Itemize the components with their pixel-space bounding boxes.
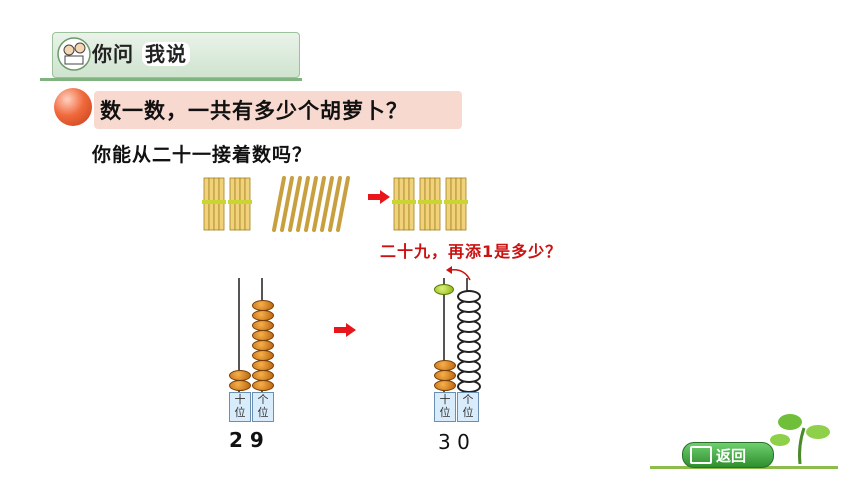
abacus-bead bbox=[252, 380, 274, 391]
abacus-bead bbox=[252, 340, 274, 351]
tens-rod bbox=[443, 278, 445, 392]
question-bar bbox=[94, 91, 462, 129]
sub-question-text: 你能从二十一接着数吗？ bbox=[92, 144, 313, 166]
sprout-icon bbox=[770, 414, 830, 465]
abacus-bead bbox=[252, 350, 274, 361]
right-number: 3 0 bbox=[438, 430, 470, 454]
header-divider bbox=[40, 78, 302, 81]
tens-place-label: 十位 bbox=[229, 392, 251, 422]
back-button-label[interactable]: 返回 bbox=[716, 447, 747, 465]
abacus-bead bbox=[434, 370, 456, 381]
carry-arrow-icon bbox=[446, 266, 471, 281]
red-arrow-icon bbox=[334, 323, 356, 337]
ones-place-label: 个位 bbox=[252, 392, 274, 422]
question-text: 数一数，一共有多少个胡萝卜？ bbox=[100, 99, 408, 123]
section-title: 你问 我说 bbox=[92, 38, 190, 67]
abacus-bead bbox=[252, 310, 274, 321]
back-icon[interactable] bbox=[690, 446, 712, 464]
abacus-bead bbox=[252, 330, 274, 341]
people-reading-icon bbox=[57, 37, 91, 71]
abacus-bead bbox=[252, 370, 274, 381]
tens-place-label: 十位 bbox=[434, 392, 456, 422]
abacus-bead bbox=[229, 380, 251, 391]
left-number: 2 9 bbox=[229, 428, 264, 452]
abacus-bead bbox=[434, 380, 456, 391]
red-ball-icon bbox=[54, 88, 92, 126]
abacus-bead bbox=[252, 320, 274, 331]
red-arrow-icon bbox=[368, 190, 390, 204]
abacus-bead bbox=[229, 370, 251, 381]
ones-place-label: 个位 bbox=[457, 392, 479, 422]
carried-bead bbox=[434, 284, 454, 295]
abacus-bead-empty bbox=[457, 290, 481, 303]
abacus-bead bbox=[434, 360, 456, 371]
abacus-bead bbox=[252, 360, 274, 371]
abacus-bead bbox=[252, 300, 274, 311]
annotation-text: 二十九，再添1是多少？ bbox=[380, 242, 563, 261]
tens-rod bbox=[238, 278, 240, 392]
stick-bundle-icon bbox=[202, 176, 468, 232]
